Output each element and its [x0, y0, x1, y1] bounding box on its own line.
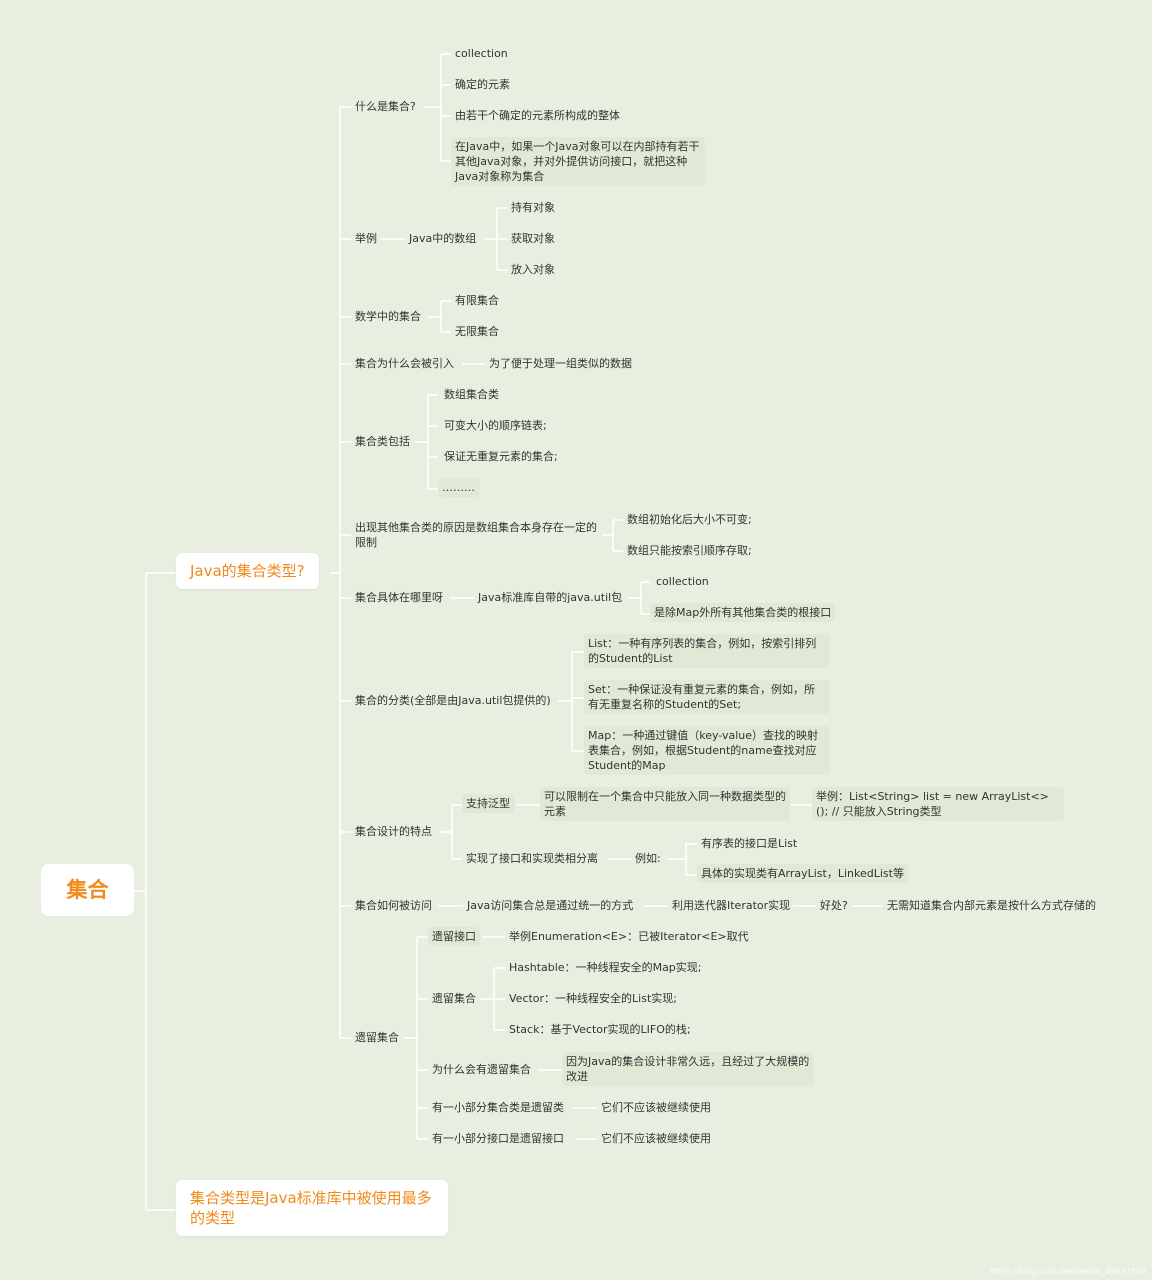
access-uniform-way[interactable]: Java访问集合总是通过统一的方式	[467, 899, 634, 912]
topic-access[interactable]: 集合如何被访问	[355, 899, 432, 912]
where-item[interactable]: collection	[656, 575, 709, 588]
topic-reason[interactable]: 出现其他集合类的原因是数组集合本身存在一定的限制	[355, 521, 597, 549]
what-item[interactable]: collection	[455, 47, 508, 60]
design-separate-item[interactable]: 有序表的接口是List	[701, 837, 798, 850]
topic-math-set[interactable]: 数学中的集合	[355, 310, 421, 323]
where-java-util[interactable]: Java标准库自带的java.util包	[478, 591, 623, 604]
where-item-root-interface[interactable]: 是除Map外所有其他集合类的根接口	[650, 603, 836, 622]
access-iterator[interactable]: 利用迭代器Iterator实现	[672, 899, 791, 912]
what-item[interactable]: 确定的元素	[455, 78, 510, 91]
includes-item[interactable]: 可变大小的顺序链表;	[444, 419, 547, 432]
access-benefit-detail[interactable]: 无需知道集合内部元素是按什么方式存储的	[887, 899, 1096, 912]
legacy-interface-detail[interactable]: 举例Enumeration<E>：已被Iterator<E>取代	[509, 930, 749, 943]
legacy-some-interfaces-detail[interactable]: 它们不应该被继续使用	[601, 1132, 711, 1145]
category-map[interactable]: Map：一种通过键值（key-value）查找的映射表集合，例如，根据Stude…	[584, 726, 830, 775]
topic-legacy[interactable]: 遗留集合	[355, 1031, 399, 1044]
branch-most-used-type[interactable]: 集合类型是Java标准库中被使用最多的类型	[176, 1180, 448, 1236]
design-generic-example[interactable]: 举例：List<String> list = new ArrayList<>()…	[812, 787, 1064, 821]
what-item-definition[interactable]: 在Java中，如果一个Java对象可以在内部持有若干其他Java对象，并对外提供…	[451, 137, 705, 186]
what-item[interactable]: 由若干个确定的元素所构成的整体	[455, 109, 620, 122]
category-set[interactable]: Set：一种保证没有重复元素的集合，例如，所有无重复名称的Student的Set…	[584, 680, 830, 714]
reason-item[interactable]: 数组初始化后大小不可变;	[627, 513, 752, 526]
legacy-some-interfaces[interactable]: 有一小部分接口是遗留接口	[432, 1132, 564, 1145]
design-generic[interactable]: 支持泛型	[462, 794, 514, 813]
design-generic-detail[interactable]: 可以限制在一个集合中只能放入同一种数据类型的元素	[540, 787, 790, 821]
legacy-collection-item[interactable]: Vector：一种线程安全的List实现;	[509, 992, 677, 1005]
watermark: https://blog.csdn.net/weixin_45677503	[989, 1267, 1146, 1276]
includes-item[interactable]: 数组集合类	[444, 388, 499, 401]
math-item[interactable]: 无限集合	[455, 325, 499, 338]
legacy-why-detail[interactable]: 因为Java的集合设计非常久远，且经过了大规模的改进	[562, 1052, 814, 1086]
design-separate-example[interactable]: 例如:	[635, 852, 661, 865]
branch-java-collection-types[interactable]: Java的集合类型?	[176, 553, 319, 589]
topic-where[interactable]: 集合具体在哪里呀	[355, 591, 443, 604]
legacy-collection-item[interactable]: Stack：基于Vector实现的LIFO的栈;	[509, 1023, 691, 1036]
includes-item-ellipsis[interactable]: ………	[438, 478, 480, 497]
example-java-array[interactable]: Java中的数组	[409, 232, 477, 245]
access-benefit[interactable]: 好处?	[820, 899, 848, 912]
category-list[interactable]: List：一种有序列表的集合，例如，按索引排列的Student的List	[584, 634, 830, 668]
root-node[interactable]: 集合	[41, 864, 134, 916]
topic-why-introduced[interactable]: 集合为什么会被引入	[355, 357, 454, 370]
includes-item[interactable]: 保证无重复元素的集合;	[444, 450, 558, 463]
example-item[interactable]: 获取对象	[511, 232, 555, 245]
example-item[interactable]: 放入对象	[511, 263, 555, 276]
legacy-collection-item[interactable]: Hashtable：一种线程安全的Map实现;	[509, 961, 702, 974]
design-separate-item[interactable]: 具体的实现类有ArrayList，LinkedList等	[697, 864, 908, 883]
topic-category[interactable]: 集合的分类(全部是由Java.util包提供的)	[355, 694, 551, 707]
reason-item[interactable]: 数组只能按索引顺序存取;	[627, 544, 752, 557]
example-item[interactable]: 持有对象	[511, 201, 555, 214]
legacy-why[interactable]: 为什么会有遗留集合	[432, 1063, 531, 1076]
design-separate[interactable]: 实现了接口和实现类相分离	[466, 852, 598, 865]
topic-includes[interactable]: 集合类包括	[355, 435, 410, 448]
legacy-some-classes[interactable]: 有一小部分集合类是遗留类	[432, 1101, 564, 1114]
why-detail[interactable]: 为了便于处理一组类似的数据	[489, 357, 632, 370]
topic-design[interactable]: 集合设计的特点	[355, 825, 432, 838]
legacy-collection[interactable]: 遗留集合	[432, 992, 476, 1005]
math-item[interactable]: 有限集合	[455, 294, 499, 307]
topic-example[interactable]: 举例	[355, 232, 377, 245]
topic-what-is-collection[interactable]: 什么是集合?	[355, 100, 416, 113]
legacy-some-classes-detail[interactable]: 它们不应该被继续使用	[601, 1101, 711, 1114]
legacy-interface[interactable]: 遗留接口	[428, 927, 480, 946]
